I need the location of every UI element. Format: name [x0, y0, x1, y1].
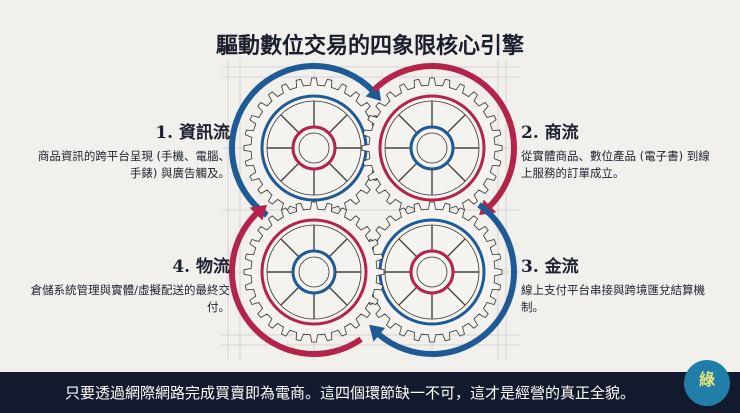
gear-spoke: [329, 287, 348, 306]
gear-spoke: [280, 114, 299, 133]
gear-diagram: [222, 60, 520, 360]
gear-spoke: [447, 287, 466, 306]
gear-spoke: [398, 238, 417, 257]
gear-spoke: [329, 163, 348, 182]
gear-spoke: [447, 114, 466, 133]
gear-spoke: [329, 238, 348, 257]
footer-text: 只要透過網際網路完成買賣即為電商。這四個環節缺一不可，這才是經營的真正全貌。: [64, 384, 635, 402]
gear-hub-inner: [298, 256, 330, 288]
flow-arrowhead-icon: [249, 204, 267, 221]
flow-arrow-arc: [375, 202, 517, 357]
gear-spoke: [447, 163, 466, 182]
flow-arrow-arc: [229, 63, 377, 218]
gear-spoke: [280, 163, 299, 182]
quadrant-heading: 3. 金流: [521, 257, 579, 277]
gear-hub-inner: [416, 132, 448, 164]
gear-hub-inner: [298, 132, 330, 164]
quadrant-logistics-flow: 4. 物流 倉儲系統管理與實體/虛擬配送的最終交付。: [30, 252, 230, 316]
gear-spoke: [280, 287, 299, 306]
logo-mark: 綠: [698, 370, 715, 389]
gear-spoke: [398, 114, 417, 133]
quadrant-commerce-flow: 2. 商流 從實體商品、數位產品 (電子書) 到線上服務的訂單成立。: [521, 118, 721, 182]
quadrant-heading: 1. 資訊流: [155, 123, 230, 143]
footer-banner: 只要透過網際網路完成買賣即為電商。這四個環節缺一不可，這才是經營的真正全貌。: [0, 372, 740, 413]
flow-arrow-arc: [229, 209, 363, 357]
page-title: 驅動數位交易的四象限核心引擎: [215, 33, 524, 59]
gear-outer-ring: [378, 94, 486, 202]
quadrant-heading: 2. 商流: [521, 123, 579, 143]
gear-spoke: [398, 287, 417, 306]
quadrant-heading: 4. 物流: [172, 257, 230, 277]
quadrant-text: 線上支付平台串接與跨境匯兌結算機制。: [521, 283, 705, 314]
quadrant-cash-flow: 3. 金流 線上支付平台串接與跨境匯兌結算機制。: [521, 252, 721, 316]
flow-arrow-arc: [371, 63, 517, 211]
gear-spoke: [280, 238, 299, 257]
flow-arrowhead-icon: [369, 324, 386, 342]
gear-spoke: [329, 114, 348, 133]
quadrant-information-flow: 1. 資訊流 商品資訊的跨平台呈現 (手機、電腦、手錶) 與廣告觸及。: [30, 118, 230, 182]
gear-spoke: [447, 238, 466, 257]
gear-outer-ring: [260, 218, 368, 326]
gear-spoke: [398, 163, 417, 182]
quadrant-text: 從實體商品、數位產品 (電子書) 到線上服務的訂單成立。: [521, 149, 710, 180]
quadrant-text: 商品資訊的跨平台呈現 (手機、電腦、手錶) 與廣告觸及。: [37, 149, 230, 180]
company-logo: 綠: [684, 360, 730, 406]
quadrant-text: 倉儲系統管理與實體/虛擬配送的最終交付。: [30, 283, 230, 314]
gear-hub-inner: [416, 256, 448, 288]
